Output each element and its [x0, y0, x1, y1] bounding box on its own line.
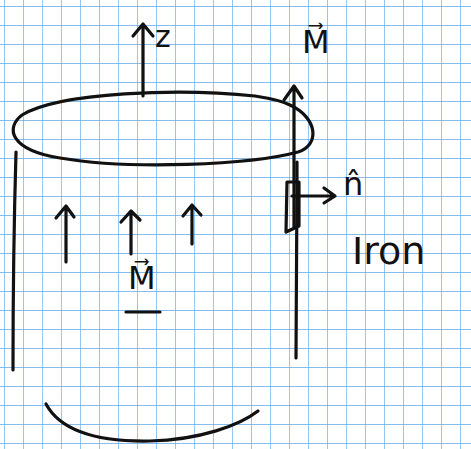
magnetization-arrow: [183, 205, 201, 244]
vector-label: M⃗: [128, 262, 156, 294]
axis-label: z: [155, 22, 171, 52]
magnetization-arrow: [121, 211, 140, 254]
normal-label: n̂: [343, 168, 363, 200]
cylinder-left-side: [13, 152, 16, 370]
vector-label: M⃗: [302, 26, 330, 58]
material-label: Iron: [352, 232, 425, 270]
surface-element: [286, 182, 299, 232]
underline: [126, 310, 160, 313]
cylinder-top: [13, 92, 313, 165]
cylinder-bottom: [46, 404, 258, 441]
magnetization-arrow: [56, 206, 74, 262]
cylinder-right-side: [296, 162, 297, 358]
z-axis-arrow: [133, 24, 153, 96]
normal-arrow: [292, 188, 335, 203]
